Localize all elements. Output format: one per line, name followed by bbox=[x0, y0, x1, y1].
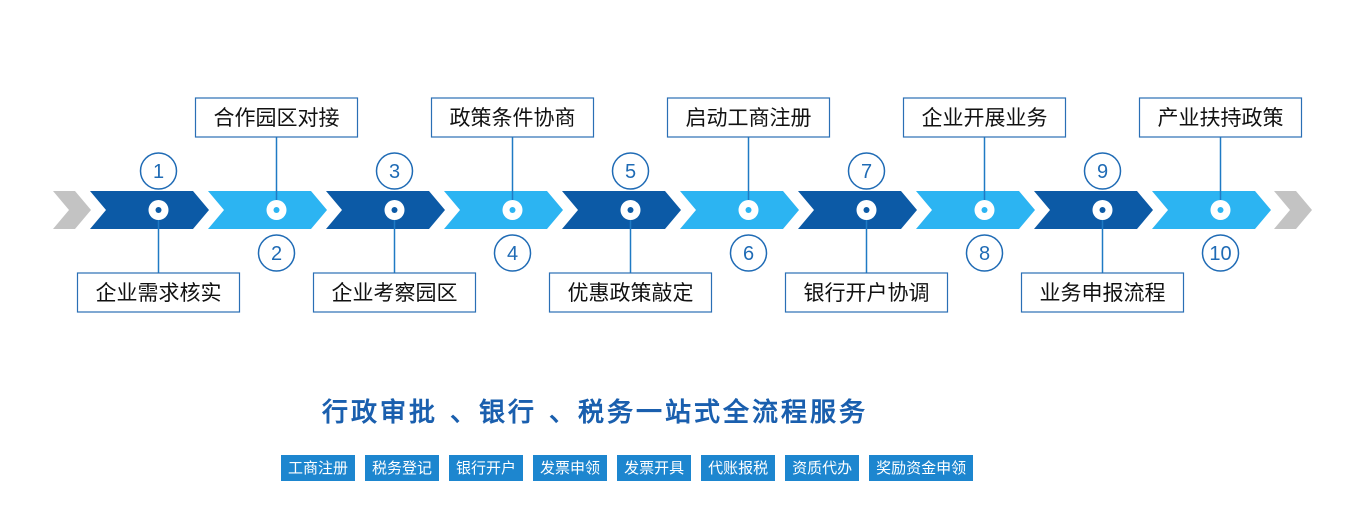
step-label: 企业考察园区 bbox=[332, 281, 458, 305]
step-dot-center bbox=[273, 207, 280, 213]
service-tag: 税务登记 bbox=[365, 455, 440, 481]
step-label: 银行开户协调 bbox=[804, 281, 930, 305]
flow-end-arrow bbox=[1274, 191, 1312, 229]
step-number: 7 bbox=[861, 161, 872, 183]
step-dot-center bbox=[1217, 207, 1224, 213]
step-label-box bbox=[312, 272, 477, 313]
step-number: 2 bbox=[271, 243, 282, 265]
step-number: 4 bbox=[507, 243, 518, 265]
step-label: 优惠政策敲定 bbox=[568, 281, 694, 305]
step-label-box bbox=[1138, 97, 1303, 138]
step-label-box bbox=[666, 97, 831, 138]
step-number: 1 bbox=[153, 161, 164, 183]
step-number-circle bbox=[1083, 152, 1122, 190]
step-dot-center bbox=[155, 207, 162, 213]
step-label-box bbox=[784, 272, 949, 313]
step-number-circle bbox=[965, 234, 1004, 272]
service-tag: 发票申领 bbox=[533, 455, 608, 481]
step-label-box bbox=[548, 272, 713, 313]
step-number: 6 bbox=[743, 243, 754, 265]
step-dot-center bbox=[745, 207, 752, 213]
flow-start-arrow bbox=[53, 191, 91, 229]
step-dot-center bbox=[863, 207, 870, 213]
step-number-circle bbox=[139, 152, 178, 190]
step-label-box bbox=[76, 272, 241, 313]
step-number-circle bbox=[375, 152, 414, 190]
step-label-box bbox=[194, 97, 359, 138]
step-dot-center bbox=[627, 207, 634, 213]
service-slogan: 行政审批 、银行 、税务一站式全流程服务 bbox=[321, 398, 869, 428]
step-number: 8 bbox=[979, 243, 990, 265]
step-number: 9 bbox=[1097, 161, 1108, 183]
step-label: 业务申报流程 bbox=[1040, 281, 1166, 305]
process-flow-diagram: 1 企业需求核实 2 合作园区对接 3 企业考察园区 4 政策条件协商 5 优惠政策敲定 6 启动工商… bbox=[53, 97, 1312, 313]
service-tag: 代账报税 bbox=[701, 455, 776, 481]
service-tag-list: 工商注册 税务登记 银行开户 发票申领 发票开具 代账报税 资质代办 奖励资金申… bbox=[281, 455, 974, 481]
step-label: 产业扶持政策 bbox=[1158, 106, 1284, 130]
step-dot-center bbox=[509, 207, 516, 213]
step-number-circle bbox=[1201, 234, 1240, 272]
step-number-circle bbox=[493, 234, 532, 272]
step-number-circle bbox=[257, 234, 296, 272]
service-tag: 银行开户 bbox=[449, 455, 524, 481]
step-dot-center bbox=[391, 207, 398, 213]
step-label: 启动工商注册 bbox=[686, 106, 812, 130]
step-label: 合作园区对接 bbox=[214, 106, 340, 130]
step-label: 企业开展业务 bbox=[922, 106, 1048, 130]
step-number-circle bbox=[729, 234, 768, 272]
step-label-box bbox=[430, 97, 595, 138]
step-label: 企业需求核实 bbox=[96, 281, 222, 305]
service-tag: 资质代办 bbox=[785, 455, 860, 481]
step-dot-center bbox=[981, 207, 988, 213]
step-number-circle bbox=[847, 152, 886, 190]
step-number: 3 bbox=[389, 161, 400, 183]
service-tag: 工商注册 bbox=[281, 455, 356, 481]
step-number: 5 bbox=[625, 161, 636, 183]
step-label-box bbox=[1020, 272, 1185, 313]
step-dot-center bbox=[1099, 207, 1106, 213]
step-number: 10 bbox=[1209, 243, 1231, 265]
step-label-box bbox=[902, 97, 1067, 138]
step-label: 政策条件协商 bbox=[450, 106, 576, 130]
service-tag: 发票开具 bbox=[617, 455, 692, 481]
step-number-circle bbox=[611, 152, 650, 190]
service-tag: 奖励资金申领 bbox=[869, 455, 974, 481]
